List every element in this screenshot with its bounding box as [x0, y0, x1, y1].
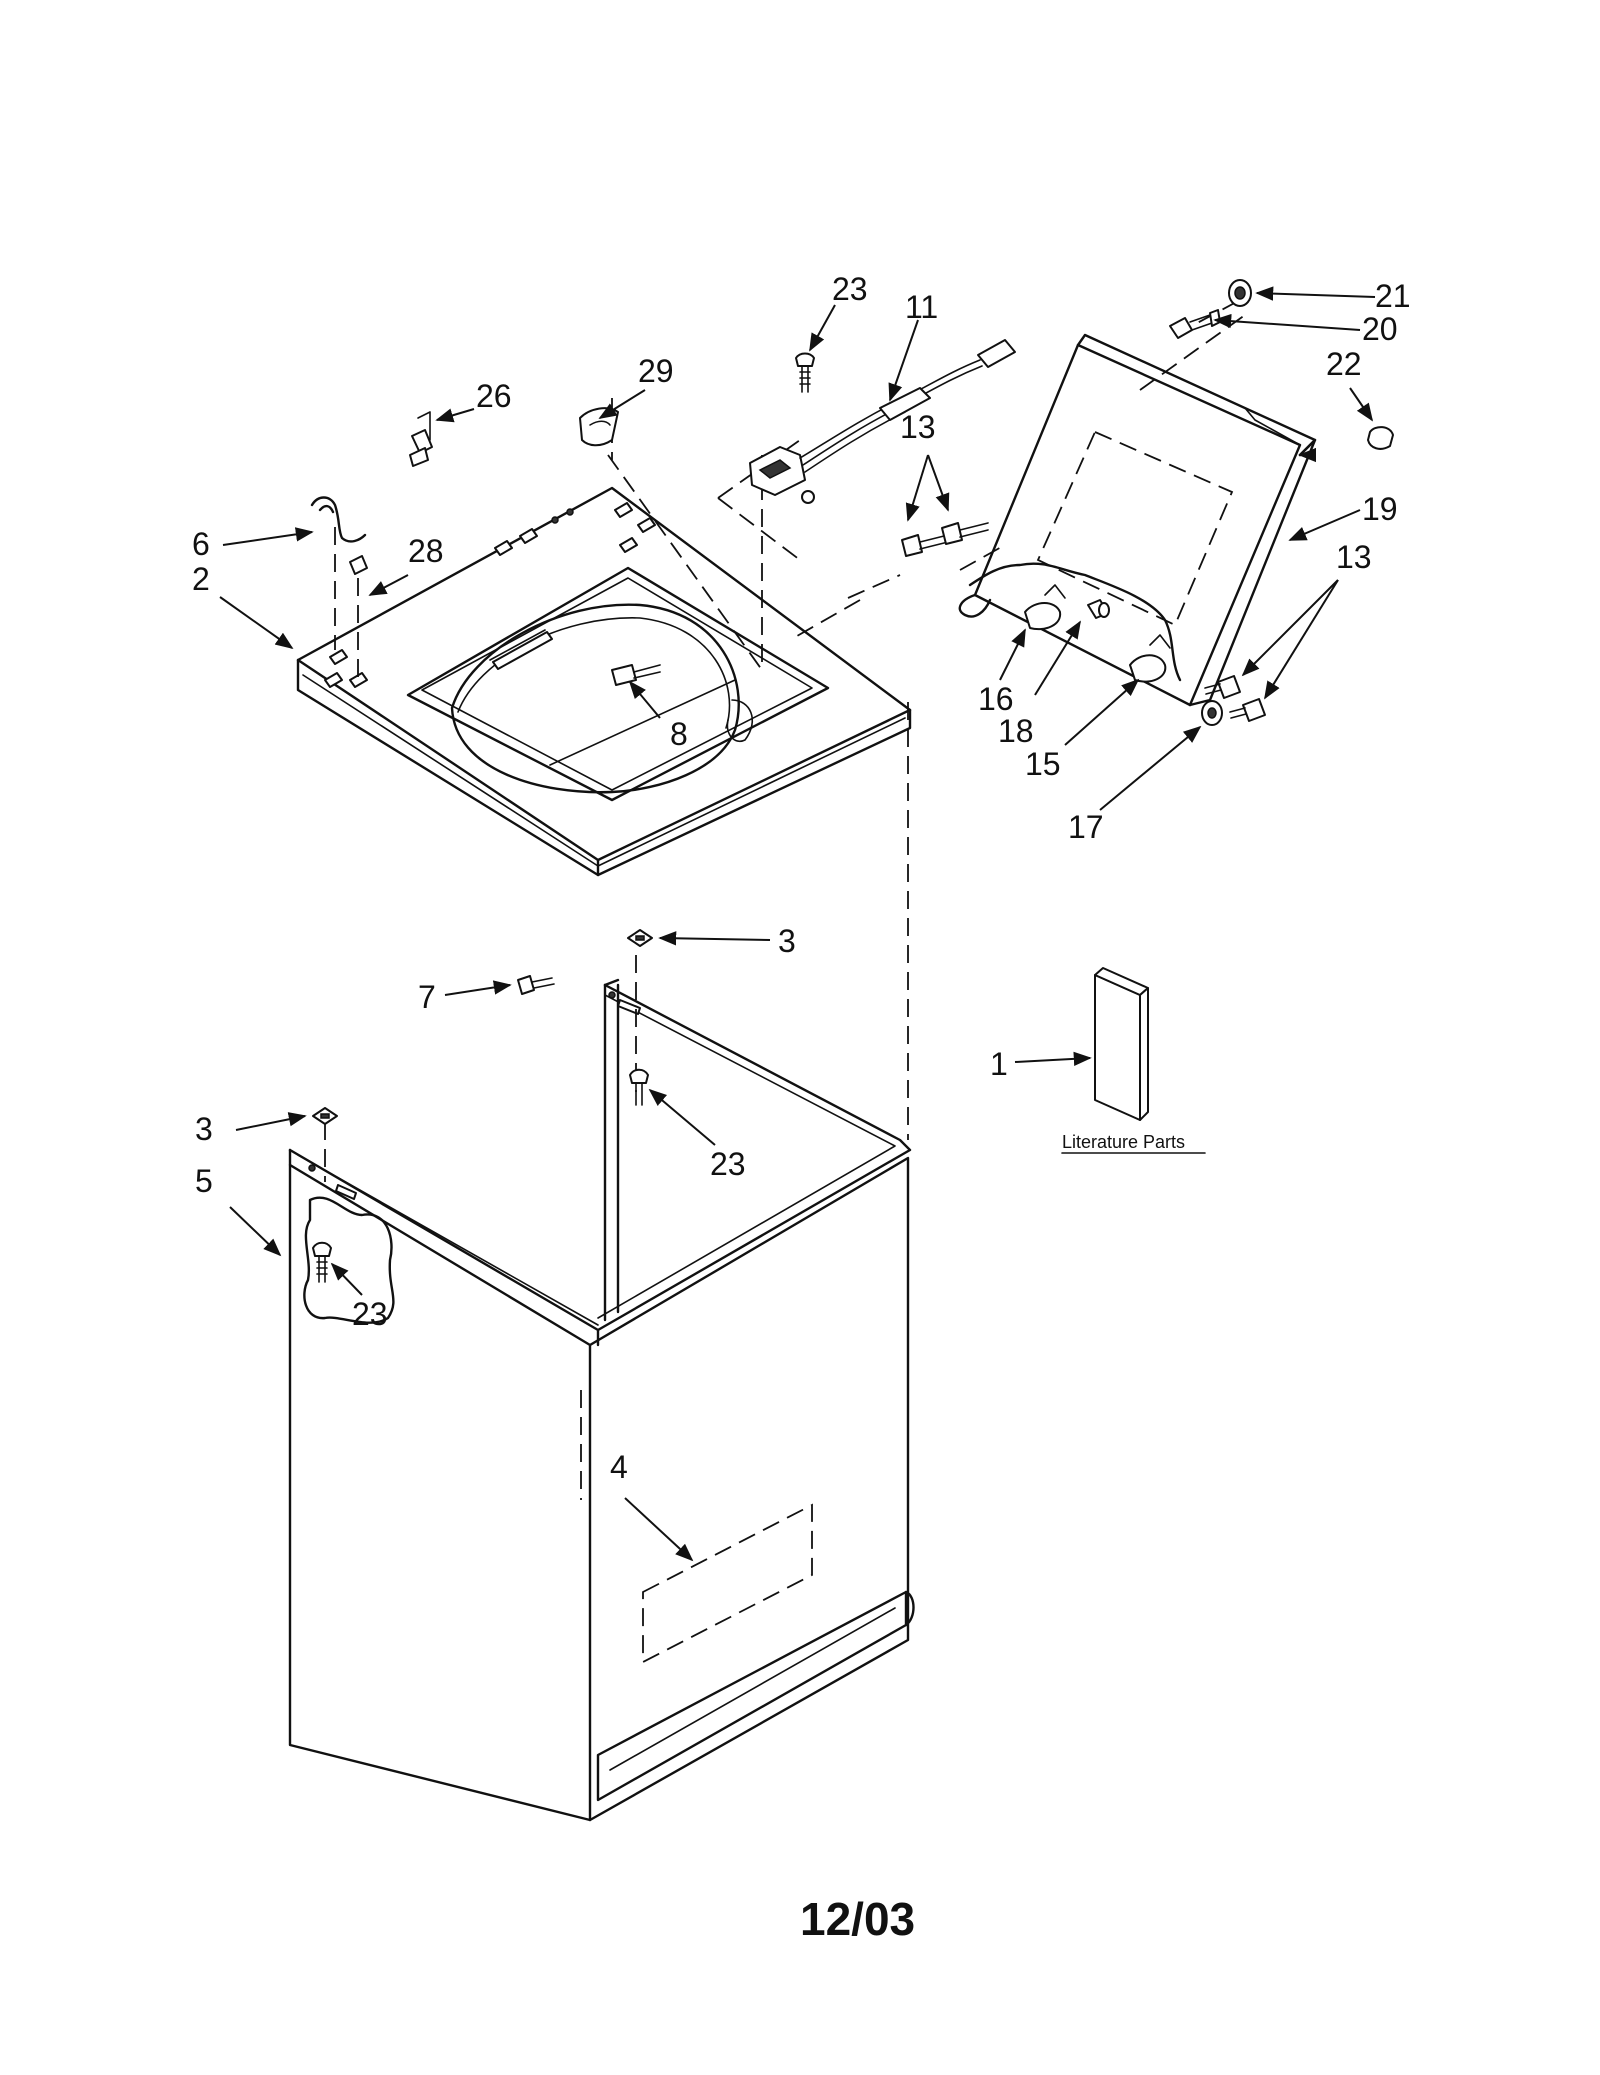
callout-21: 21	[1375, 278, 1411, 314]
bumper-17	[1201, 700, 1223, 726]
callout-19: 19	[1362, 491, 1398, 527]
callout-3-upper: 3	[778, 923, 796, 959]
callout-13-left: 13	[900, 409, 936, 445]
screws-13-right	[1204, 675, 1266, 722]
cabinet	[288, 978, 915, 1822]
callout-23-top: 23	[832, 271, 868, 307]
callout-11: 11	[905, 289, 938, 325]
callout-labels: 1 2 3 3 4 5 6 7 8 11 13 13 15 16 17 18 1…	[192, 271, 1411, 1485]
callout-17: 17	[1068, 809, 1104, 845]
screw-7	[517, 975, 555, 995]
callout-6: 6	[192, 526, 210, 562]
callout-22: 22	[1326, 346, 1362, 382]
screw-8	[611, 664, 661, 686]
callout-7: 7	[418, 979, 436, 1015]
callout-29: 29	[638, 353, 674, 389]
callout-8: 8	[670, 716, 688, 752]
knob-21	[1228, 279, 1252, 307]
callout-3-lower: 3	[195, 1111, 213, 1147]
callout-13-right: 13	[1336, 539, 1372, 575]
literature-label-group: Literature Parts	[1061, 1132, 1206, 1154]
callout-15: 15	[1025, 746, 1061, 782]
callout-20: 20	[1362, 311, 1398, 347]
callout-2: 2	[192, 561, 210, 597]
hinge-16	[1024, 584, 1066, 631]
lid-switch-11	[749, 339, 1016, 504]
callout-5: 5	[195, 1163, 213, 1199]
clip-3-lower	[312, 1107, 338, 1125]
callout-16: 16	[978, 681, 1014, 717]
callout-28: 28	[408, 533, 444, 569]
clip-28	[349, 555, 368, 575]
pin-20	[1169, 309, 1221, 339]
screw-23-middle	[629, 1068, 649, 1106]
footer-date: 12/03	[800, 1893, 915, 1945]
bumper-22	[1367, 426, 1394, 450]
callout-26: 26	[476, 378, 512, 414]
screw-23-top	[795, 352, 815, 393]
bushing-18	[1087, 599, 1110, 619]
lid	[958, 333, 1317, 707]
leader-arrows	[219, 286, 1376, 1562]
callout-23-middle: 23	[710, 1146, 746, 1182]
callout-1: 1	[990, 1046, 1008, 1082]
literature-label: Literature Parts	[1062, 1132, 1185, 1152]
hinge-15	[1129, 634, 1171, 683]
bumper-29	[579, 407, 619, 447]
clip-3-upper	[627, 929, 653, 947]
screw-23-lower	[312, 1241, 332, 1283]
callout-23-lower: 23	[352, 1296, 388, 1332]
clip-26	[409, 411, 433, 467]
callout-4: 4	[610, 1449, 628, 1485]
clip-6	[310, 496, 367, 543]
top-cover	[296, 486, 912, 877]
screws-13-left	[901, 522, 989, 557]
literature-book	[1094, 967, 1149, 1121]
callout-18: 18	[998, 713, 1034, 749]
